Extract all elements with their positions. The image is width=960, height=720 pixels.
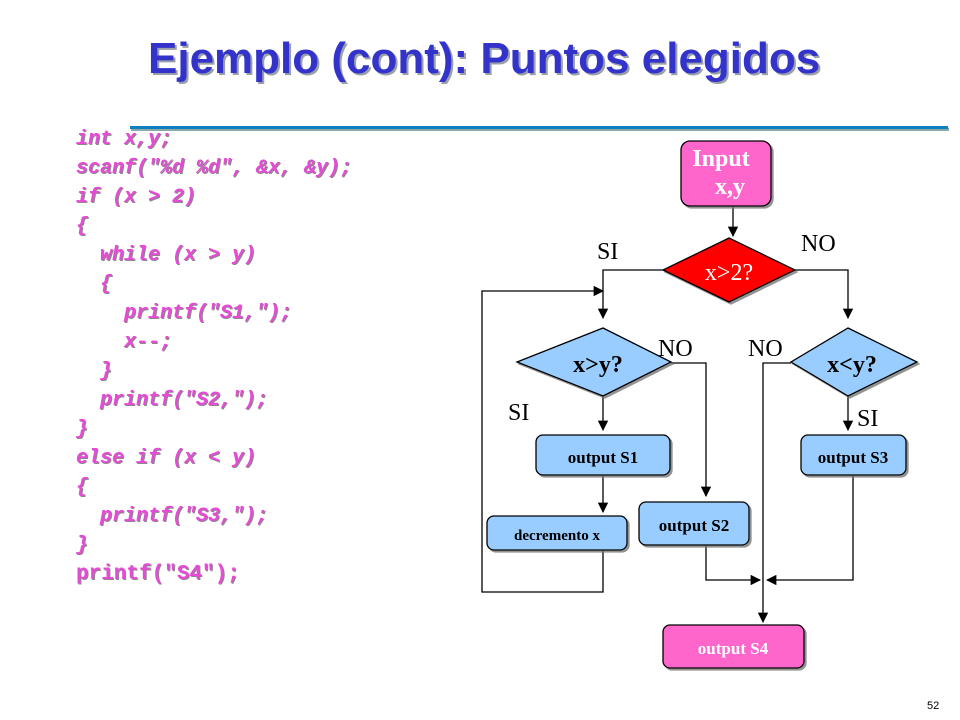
arrow-left-no <box>671 362 712 498</box>
arrow-s2-merge <box>705 545 762 586</box>
connectors <box>481 206 854 624</box>
code-block: int x,y; scanf("%d %d", &x, &y); if (x >… <box>76 125 352 589</box>
code-line: printf("S3,"); <box>76 505 269 528</box>
decision-right-label: x<y? <box>827 352 877 378</box>
input-box <box>680 140 772 207</box>
code-line: { <box>76 215 89 238</box>
output-s1-box <box>535 434 671 476</box>
decision-left <box>515 327 673 397</box>
title-underline <box>130 126 948 129</box>
input-label-line1: Input <box>692 146 749 172</box>
output-s4-label: output S4 <box>698 639 769 658</box>
decision-main <box>661 237 797 303</box>
code-line: int x,y; <box>76 128 173 151</box>
label-no-left: NO <box>658 336 693 362</box>
slide-title: Ejemplo (cont): Puntos elegidos <box>148 34 821 83</box>
output-s4-box <box>662 624 805 669</box>
arrow-main-no <box>795 269 854 320</box>
decision-main-label: x>2? <box>705 260 753 286</box>
output-s1-label: output S1 <box>568 448 638 467</box>
arrow-s3-merge <box>765 475 854 586</box>
output-s2-label: output S2 <box>659 516 729 535</box>
code-line-last: printf("S4"); <box>76 563 240 586</box>
arrow-right-no <box>757 362 791 624</box>
code-line: { <box>76 476 89 499</box>
label-si-right: SI <box>857 406 878 432</box>
output-s3-box <box>800 434 907 476</box>
code-line: scanf("%d %d", &x, &y); <box>76 157 353 180</box>
decrement-box <box>486 515 628 551</box>
code-line: printf("S1,"); <box>76 302 293 325</box>
decrement-label: decremento x <box>514 528 600 544</box>
code-line: } <box>76 418 89 441</box>
code-line: { <box>76 273 113 296</box>
label-no-main: NO <box>801 231 836 257</box>
input-label-line2: x,y <box>715 174 745 200</box>
code-line: x--; <box>76 331 173 354</box>
label-si-main: SI <box>597 239 618 265</box>
label-si-left: SI <box>508 400 529 426</box>
code-line: else if (x < y) <box>76 447 257 470</box>
label-no-right: NO <box>748 336 783 362</box>
code-line: if (x > 2) <box>76 186 197 209</box>
arrow-main-si <box>597 269 664 320</box>
decision-left-label: x>y? <box>573 352 623 378</box>
page-number: 52 <box>927 700 940 712</box>
code-line: } <box>76 534 89 557</box>
output-s2-box <box>638 501 750 546</box>
code-line: } <box>76 360 113 383</box>
code-line: while (x > y) <box>76 244 257 267</box>
decision-right <box>789 327 919 397</box>
code-line: printf("S2,"); <box>76 389 269 412</box>
output-s3-label: output S3 <box>818 448 888 467</box>
loop-back-arrow <box>481 285 605 593</box>
